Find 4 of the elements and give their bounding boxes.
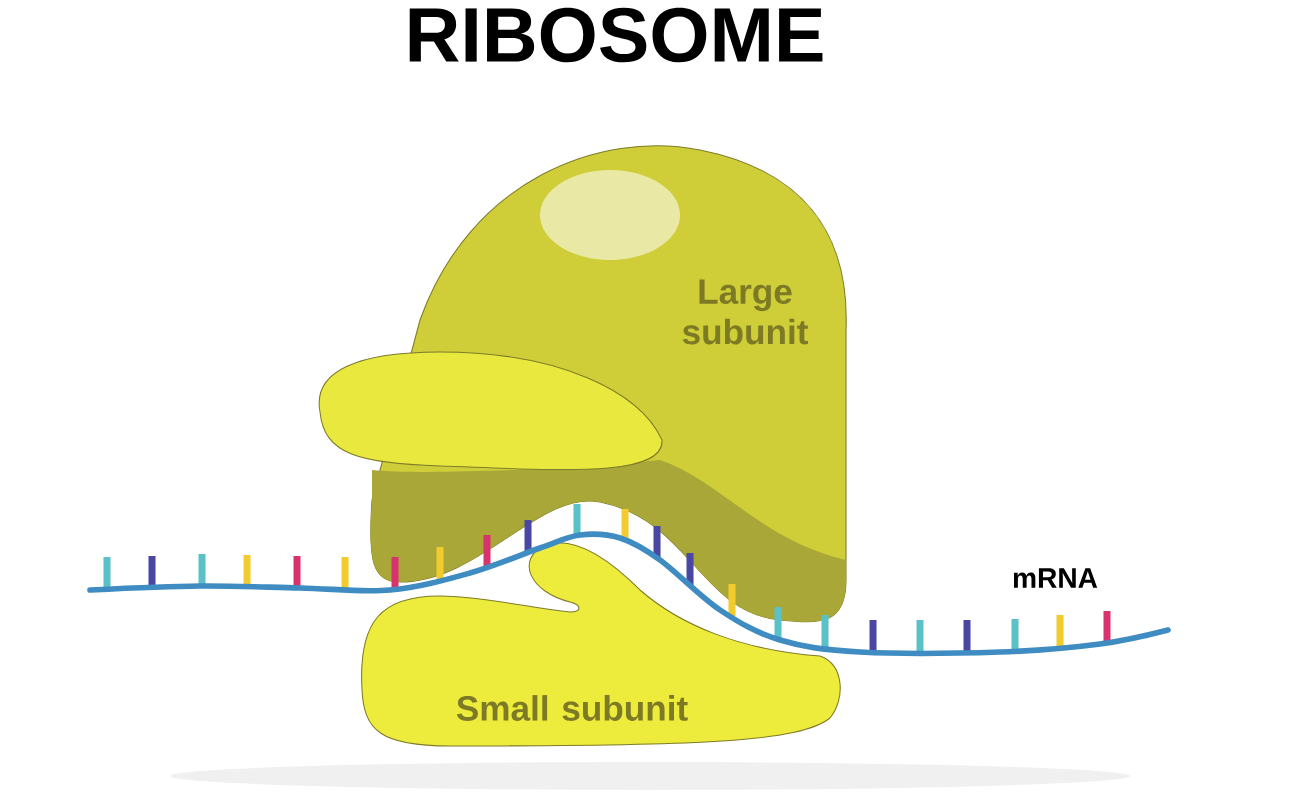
title: RIBOSOME xyxy=(409,7,823,63)
strand-label: mRNA xyxy=(1013,568,1098,588)
large-subunit: Large subunit xyxy=(318,145,847,623)
small-subunit: Small subunit xyxy=(361,542,841,747)
